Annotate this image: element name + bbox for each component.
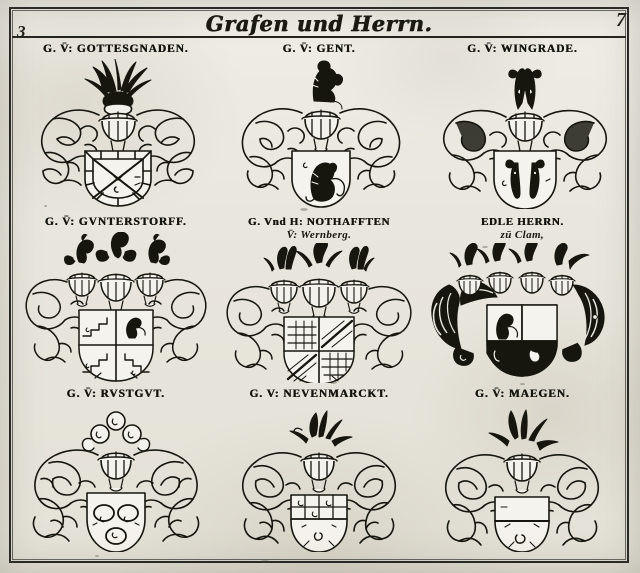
coat-of-arms-drawing bbox=[431, 243, 605, 378]
triple-eagle-crest bbox=[63, 231, 170, 265]
arms-caption: G. V̄: GOTTESGNADEN. bbox=[42, 43, 189, 55]
folio-number-right: 7 bbox=[616, 9, 626, 31]
helm-crown-1 bbox=[456, 274, 484, 297]
flame-plume-crest bbox=[289, 410, 353, 447]
shield-quartered-chequy-bend bbox=[283, 316, 355, 384]
folio-number-left: 3 bbox=[17, 22, 26, 41]
coat-of-arms-drawing bbox=[241, 410, 397, 553]
shield-chequy-chief bbox=[290, 494, 348, 553]
coat-of-arms-drawing bbox=[445, 409, 600, 553]
triple-plume-crest bbox=[263, 243, 375, 272]
helm-crown-left bbox=[268, 279, 300, 315]
shield-lion-rampant bbox=[291, 150, 352, 209]
shield-saltire-bordure bbox=[84, 150, 152, 208]
coat-of-arms-drawing bbox=[25, 231, 207, 382]
shield-quartered-lion-sable bbox=[486, 304, 559, 378]
coat-of-arms-drawing bbox=[41, 59, 196, 208]
helm-crown bbox=[96, 451, 135, 492]
plate-inner-border bbox=[12, 10, 626, 560]
arms-illustration-gent bbox=[217, 56, 420, 213]
helm-crown-centre bbox=[299, 278, 339, 321]
arms-caption-line2: zū Clam, bbox=[500, 228, 545, 241]
coat-of-arms-drawing bbox=[226, 243, 412, 384]
arms-illustration-clam bbox=[421, 242, 624, 386]
arms-illustration-gunterstorff bbox=[14, 229, 217, 386]
arms-cell-gottesgnaden: G. V̄: GOTTESGNADEN. bbox=[14, 40, 217, 213]
coat-of-arms-drawing bbox=[32, 411, 199, 553]
arms-cell-nevenmarckt: G. V: NEVENMARCKT. bbox=[217, 385, 420, 558]
helm-crown-right bbox=[338, 279, 370, 315]
arms-grid: G. V̄: GOTTESGNADEN. bbox=[14, 40, 624, 558]
helm-crown bbox=[503, 453, 542, 494]
lion-rampant-crest bbox=[311, 60, 344, 110]
black-plume-crest bbox=[84, 59, 152, 111]
helm-crown-2 bbox=[486, 271, 514, 295]
arms-caption: G. V̄: MAEGEN. bbox=[474, 388, 570, 401]
arms-caption: G. V̄: GVNTERSTORFF. bbox=[44, 215, 187, 228]
arms-illustration-maegen bbox=[421, 401, 624, 558]
dark-mantling bbox=[431, 280, 605, 367]
plate-outer-border bbox=[9, 7, 629, 563]
mantling-right bbox=[136, 109, 196, 187]
page-title: Grafen und Herrn. bbox=[12, 11, 626, 37]
arms-cell-wingrade: G. V̄: WINGRADE. bbox=[421, 40, 624, 213]
arms-caption: EDLE HERRN. zū Clam, bbox=[481, 216, 564, 242]
arms-caption: G. V̄: RVSTGVT. bbox=[66, 388, 165, 401]
mantling-right bbox=[542, 110, 607, 193]
helm-crown-4 bbox=[548, 274, 576, 297]
arms-cell-clam: EDLE HERRN. zū Clam, bbox=[421, 213, 624, 386]
shield-per-fess bbox=[494, 496, 551, 553]
helm-crown-right bbox=[134, 272, 166, 307]
arms-cell-maegen: G. V̄: MAEGEN. bbox=[421, 385, 624, 558]
helm-crown bbox=[98, 111, 138, 156]
mantling-right bbox=[132, 449, 199, 542]
twin-plume-crest bbox=[488, 409, 559, 451]
arms-illustration-nothafften bbox=[217, 242, 420, 386]
arms-illustration-rustgut bbox=[14, 401, 217, 558]
arms-caption-line2: V̄: Wernberg. bbox=[286, 228, 352, 241]
helm-crown-centre bbox=[97, 273, 135, 314]
twin-fish-crest bbox=[508, 68, 542, 110]
arms-illustration-nevenmarckt bbox=[217, 401, 420, 558]
arms-caption: G. V: NEVENMARCKT. bbox=[249, 388, 389, 401]
arms-illustration-gottesgnaden bbox=[14, 56, 217, 213]
arms-caption: G. Vnd H: NOTHAFFTEN V̄: Wernberg. bbox=[248, 216, 390, 242]
page-title-text: Grafen und Herrn. bbox=[205, 11, 433, 36]
mantling-left bbox=[25, 278, 84, 363]
arms-caption-line1: G. Vnd H: NOTHAFFTEN bbox=[247, 215, 391, 228]
mantling-right bbox=[337, 108, 401, 191]
shield-three-roundels bbox=[85, 492, 146, 553]
mantling-left bbox=[241, 452, 302, 544]
arms-caption: G. V̄: WINGRADE. bbox=[467, 43, 578, 55]
shield-quartered-embattled bbox=[77, 309, 154, 382]
three-ball-crest bbox=[81, 411, 150, 452]
coat-of-arms-drawing bbox=[442, 68, 607, 210]
arms-caption: G. V̄: GENT. bbox=[282, 43, 356, 55]
arms-cell-nothafften: G. Vnd H: NOTHAFFTEN V̄: Wernberg. bbox=[217, 213, 420, 386]
arms-illustration-wingrade bbox=[421, 56, 624, 213]
arms-cell-gunterstorff: G. V̄: GVNTERSTORFF. bbox=[14, 213, 217, 386]
helm-crown-3 bbox=[518, 271, 546, 295]
helm-crown bbox=[505, 111, 545, 156]
arms-cell-rustgut: G. V̄: RVSTGVT. bbox=[14, 385, 217, 558]
mantling-left bbox=[226, 286, 285, 371]
arms-caption-line1: EDLE HERRN. bbox=[480, 215, 564, 228]
shield-two-fish bbox=[493, 150, 557, 210]
quadruple-crest bbox=[449, 243, 590, 270]
helm-crown bbox=[300, 452, 338, 493]
helm-crown-left bbox=[66, 272, 98, 307]
header-band: Grafen und Herrn. bbox=[12, 10, 626, 38]
helm-crown bbox=[301, 109, 342, 154]
arms-cell-gent: G. V̄: GENT. bbox=[217, 40, 420, 213]
coat-of-arms-drawing bbox=[242, 60, 401, 209]
mantling-left bbox=[32, 449, 99, 542]
